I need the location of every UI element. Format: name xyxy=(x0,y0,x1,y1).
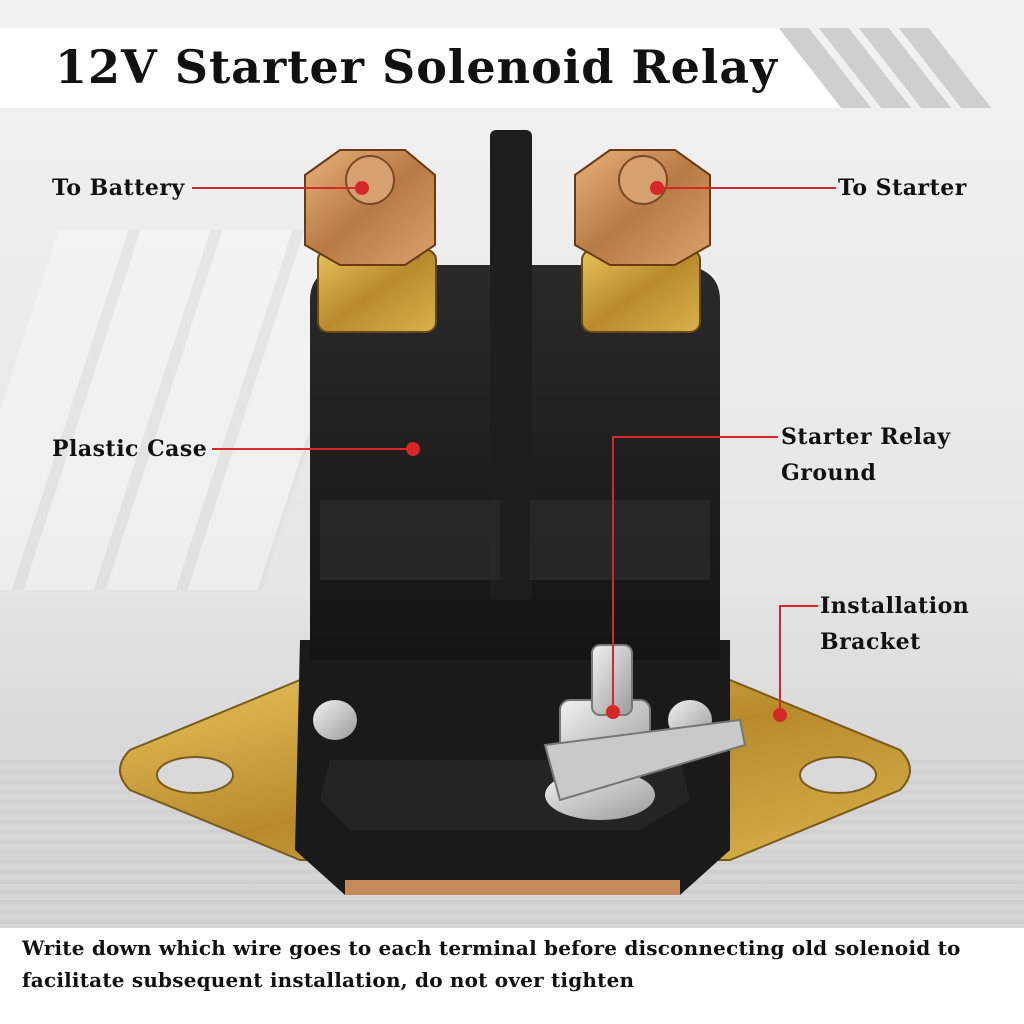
callout-installation-bracket: Installation Bracket xyxy=(820,588,969,660)
page-title: 12V Starter Solenoid Relay xyxy=(55,40,778,94)
callout-installation-bracket-line1: Installation xyxy=(820,593,970,619)
battery-terminal xyxy=(304,149,437,333)
footer-note: Write down which wire goes to each termi… xyxy=(22,936,961,992)
title-banner xyxy=(0,28,870,108)
callout-to-battery: To Battery xyxy=(52,175,185,201)
callout-installation-bracket-line2: Bracket xyxy=(820,629,921,655)
callout-starter-relay-ground-line2: Ground xyxy=(781,460,877,486)
callout-starter-relay-ground: Starter Relay Ground xyxy=(781,419,950,491)
starter-terminal xyxy=(574,149,711,333)
callout-starter-relay-ground-line1: Starter Relay xyxy=(781,424,951,450)
callout-plastic-case: Plastic Case xyxy=(52,436,208,462)
callout-to-starter: To Starter xyxy=(838,175,967,201)
plastic-case xyxy=(310,130,720,660)
callout-lines xyxy=(192,181,836,722)
ground-terminal xyxy=(313,644,747,820)
footer-panel xyxy=(0,928,1024,1024)
